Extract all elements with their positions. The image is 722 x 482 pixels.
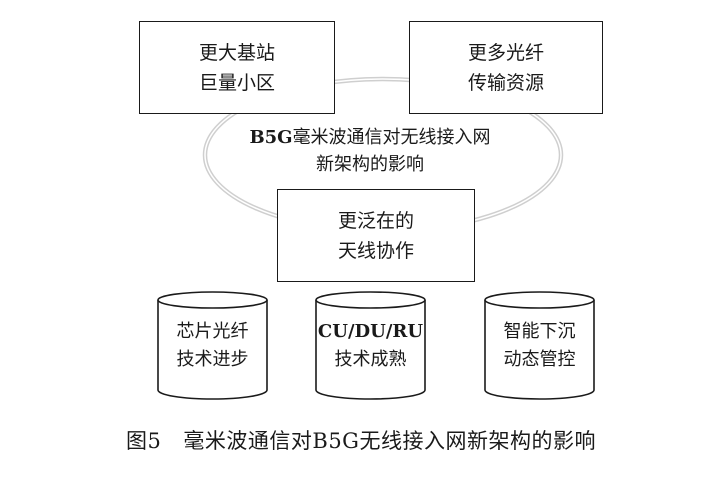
cylinder-label-intelligent-control: 智能下沉 动态管控 [482,318,597,374]
box-more-fiber: 更多光纤 传输资源 [409,21,603,114]
cylinder-chip-fiber [157,291,268,400]
center-label-line1: 毫米波通信对无线接入网 [292,127,491,148]
center-label: B5G毫米波通信对无线接入网 新架构的影响 [200,124,540,178]
box-line: 巨量小区 [198,71,275,94]
box-bigger-base-station: 更大基站 巨量小区 [139,21,335,114]
figure-caption: 图5 毫米波通信对B5G无线接入网新架构的影响 [0,425,722,455]
figure-title: 毫米波通信对B5G无线接入网新架构的影响 [183,429,596,453]
center-label-prefix: B5G [249,127,293,148]
box-antenna-cooperation: 更泛在的 天线协作 [277,189,475,282]
cylinder-cu-du-ru [315,291,426,400]
box-line: 更多光纤 [467,41,544,64]
cylinder-line: 动态管控 [503,349,576,370]
cylinder-label-cu-du-ru: CU/DU/RU 技术成熟 [313,318,428,374]
figure-number: 图5 [126,429,162,453]
cylinder-line: 智能下沉 [503,321,576,342]
cylinder-line: CU/DU/RU [317,321,424,342]
cylinder-line: 技术进步 [176,349,249,370]
cylinder-intelligent-control [484,291,595,400]
box-line: 更大基站 [198,41,275,64]
center-label-line2: 新架构的影响 [316,154,424,175]
cylinder-label-chip-fiber: 芯片光纤 技术进步 [155,318,270,374]
cylinder-line: 芯片光纤 [176,321,249,342]
cylinder-line: 技术成熟 [334,349,407,370]
box-line: 更泛在的 [337,209,414,232]
box-line: 传输资源 [467,71,544,94]
box-line: 天线协作 [337,239,414,262]
